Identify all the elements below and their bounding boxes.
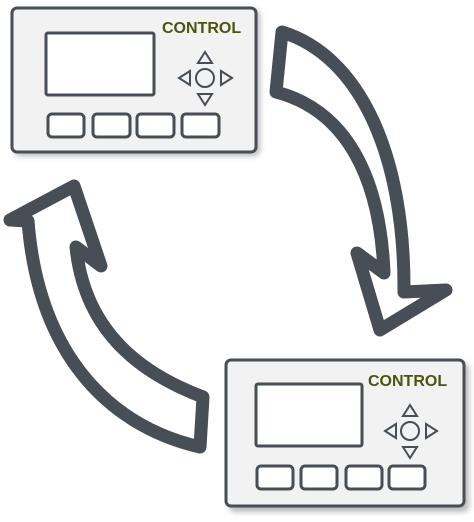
panel-button xyxy=(344,464,384,491)
display-screen xyxy=(254,382,364,448)
control-panel-bottom: CONTROL xyxy=(224,358,469,512)
curved-arrow-icon xyxy=(269,25,453,337)
panel-button xyxy=(255,464,295,491)
panel-buttons xyxy=(255,464,427,491)
panel-button xyxy=(299,464,339,491)
control-label: CONTROL xyxy=(368,373,447,390)
panel-button xyxy=(387,464,427,491)
dpad-icon xyxy=(177,50,234,107)
dpad-icon xyxy=(383,403,439,460)
display-screen xyxy=(44,31,156,97)
panel-button xyxy=(180,112,221,139)
panel-button xyxy=(91,112,132,139)
control-panel-top: CONTROL xyxy=(10,6,260,156)
panel-button xyxy=(46,112,86,139)
panel-buttons xyxy=(46,112,221,139)
control-label: CONTROL xyxy=(162,20,241,37)
curved-arrow-icon xyxy=(3,179,210,454)
panel-button xyxy=(135,112,176,139)
